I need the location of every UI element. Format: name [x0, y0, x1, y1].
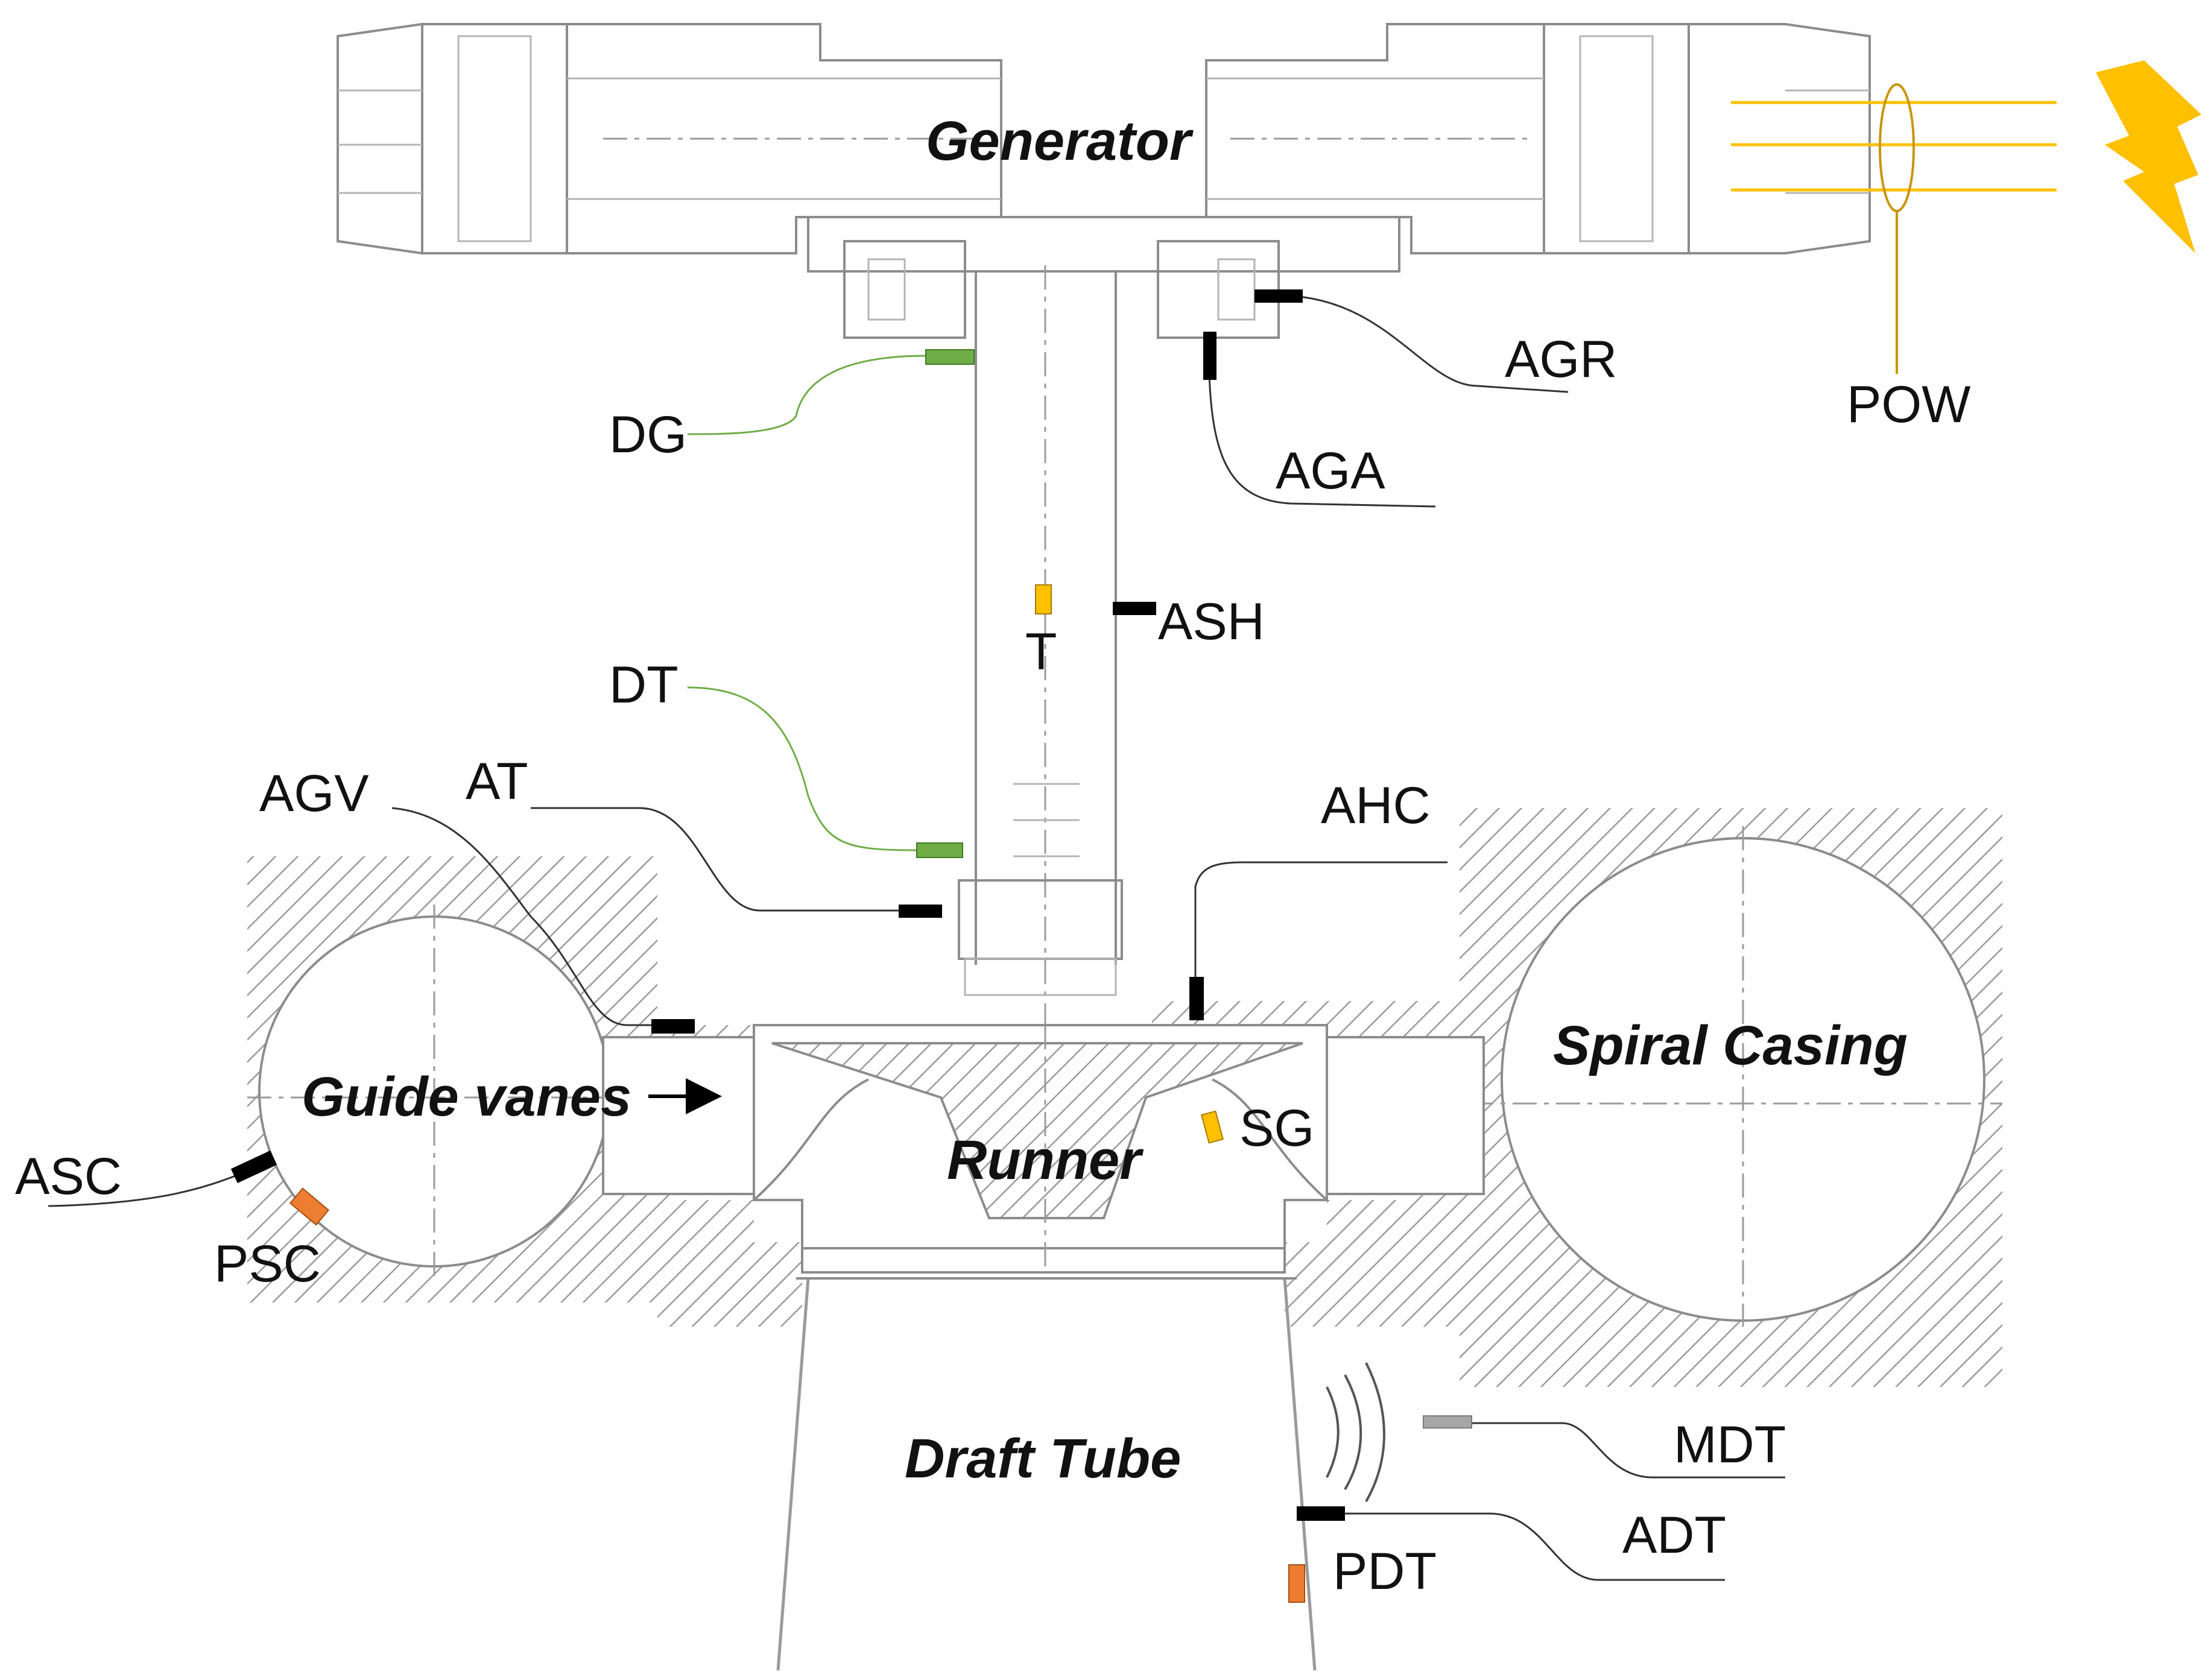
turbine-casing	[247, 808, 2002, 1387]
guide-vanes-label: Guide vanes	[302, 1066, 631, 1128]
adt-label: ADT	[1622, 1506, 1726, 1564]
asc-label: ASC	[15, 1148, 122, 1205]
dg-label: DG	[609, 406, 687, 464]
ahc-sensor	[1189, 977, 1204, 1020]
pdt-sensor	[1288, 1564, 1305, 1603]
shaft	[958, 265, 1123, 1025]
ahc-label: AHC	[1321, 777, 1431, 835]
dg-sensor	[925, 349, 975, 365]
t-label: T	[1025, 623, 1057, 681]
asc-sensor	[230, 1151, 277, 1183]
agv-label: AGV	[259, 765, 369, 823]
dt-label: DT	[609, 656, 679, 714]
psc-label: PSC	[214, 1235, 321, 1293]
draft-tube-label: Draft Tube	[905, 1428, 1181, 1489]
sg-label: SG	[1239, 1099, 1314, 1157]
at-label: AT	[466, 753, 528, 810]
runner-label: Runner	[947, 1129, 1144, 1191]
pdt-label: PDT	[1333, 1543, 1437, 1600]
generator-label: Generator	[926, 110, 1194, 172]
agr-sensor	[1254, 289, 1303, 303]
psc-sensor	[289, 1187, 330, 1226]
sg-sensor	[1200, 1110, 1224, 1144]
sensor-markers	[230, 289, 1472, 1603]
spiral-casing-label: Spiral Casing	[1553, 1015, 1908, 1076]
mdt-label: MDT	[1674, 1416, 1786, 1474]
lightning-bolt-icon	[2096, 60, 2201, 253]
agv-sensor	[651, 1019, 695, 1034]
pow-label: POW	[1847, 376, 1970, 434]
ash-label: ASH	[1158, 593, 1265, 651]
agr-label: AGR	[1505, 330, 1617, 388]
draft-tube	[776, 1277, 1317, 1671]
aga-sensor	[1203, 332, 1216, 380]
sensor-lead-lines	[48, 294, 1785, 1581]
ash-sensor	[1113, 602, 1156, 615]
adt-sensor	[1297, 1506, 1345, 1521]
sound-wave-icon	[1326, 1362, 1385, 1502]
t-sensor	[1035, 584, 1052, 614]
generator-assembly	[337, 23, 1871, 339]
at-sensor	[899, 905, 942, 918]
aga-label: AGA	[1276, 442, 1385, 500]
power-lines	[1731, 83, 2057, 374]
mdt-sensor	[1423, 1415, 1472, 1429]
dt-sensor	[916, 842, 963, 858]
